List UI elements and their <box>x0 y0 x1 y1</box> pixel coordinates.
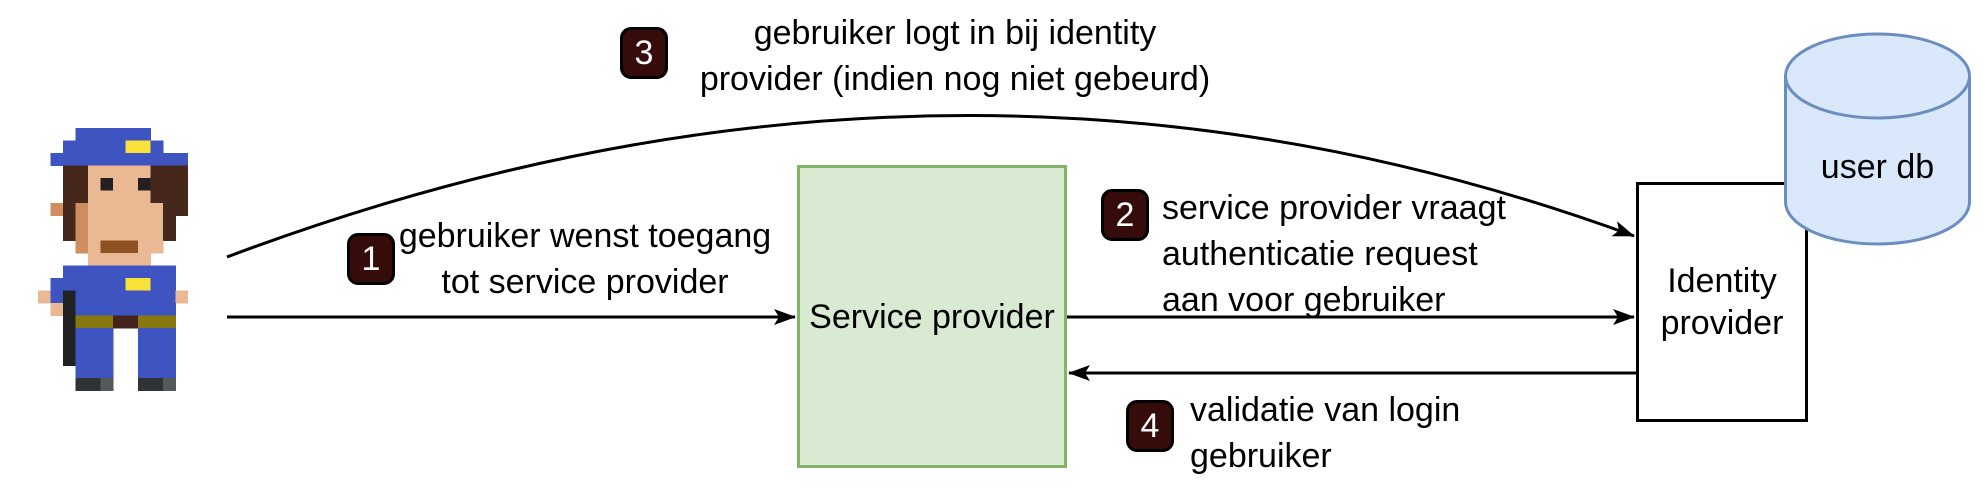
service-provider-node: Service provider <box>797 165 1067 468</box>
user-pixel-character <box>38 128 189 391</box>
step-4-badge: 4 <box>1126 400 1174 452</box>
step-3-label: gebruiker logt in bij identity provider … <box>655 10 1255 102</box>
step-1-text-line2: tot service provider <box>441 263 729 301</box>
step-1-label: gebruiker wenst toegang tot service prov… <box>365 213 805 305</box>
user-db-node <box>1784 32 1971 246</box>
step-2-text-line1: service provider vraagt <box>1162 189 1506 227</box>
step-4-number: 4 <box>1140 406 1160 445</box>
step-2-number: 2 <box>1115 195 1135 234</box>
identity-provider-node: Identity provider <box>1636 182 1808 422</box>
identity-provider-label-line2: provider <box>1660 304 1784 342</box>
service-provider-label: Service provider <box>809 297 1055 336</box>
step-1-badge: 1 <box>347 233 395 285</box>
step-2-text-line3: aan voor gebruiker <box>1162 281 1446 319</box>
user-db-label: user db <box>1820 148 1935 186</box>
arrow-step-3-curve <box>226 114 1635 259</box>
step-3-text-line2: provider (indien nog niet gebeurd) <box>699 60 1211 98</box>
step-3-text-line1: gebruiker logt in bij identity <box>753 14 1157 52</box>
identity-provider-label-line1: Identity <box>1667 262 1777 300</box>
step-3-badge: 3 <box>620 27 668 79</box>
step-1-number: 1 <box>361 239 381 278</box>
step-2-badge: 2 <box>1101 189 1149 241</box>
step-4-label: validatie van login gebruiker <box>1190 387 1460 479</box>
step-3-number: 3 <box>634 33 654 72</box>
pixel-police-user-icon <box>38 128 189 391</box>
step-4-text-line2: gebruiker <box>1190 437 1332 475</box>
step-2-text-line2: authenticatie request <box>1162 235 1478 273</box>
step-1-text-line1: gebruiker wenst toegang <box>398 217 772 255</box>
step-4-text-line1: validatie van login <box>1190 391 1461 429</box>
database-cylinder-icon <box>1784 32 1971 246</box>
step-2-label: service provider vraagt authenticatie re… <box>1162 185 1506 323</box>
